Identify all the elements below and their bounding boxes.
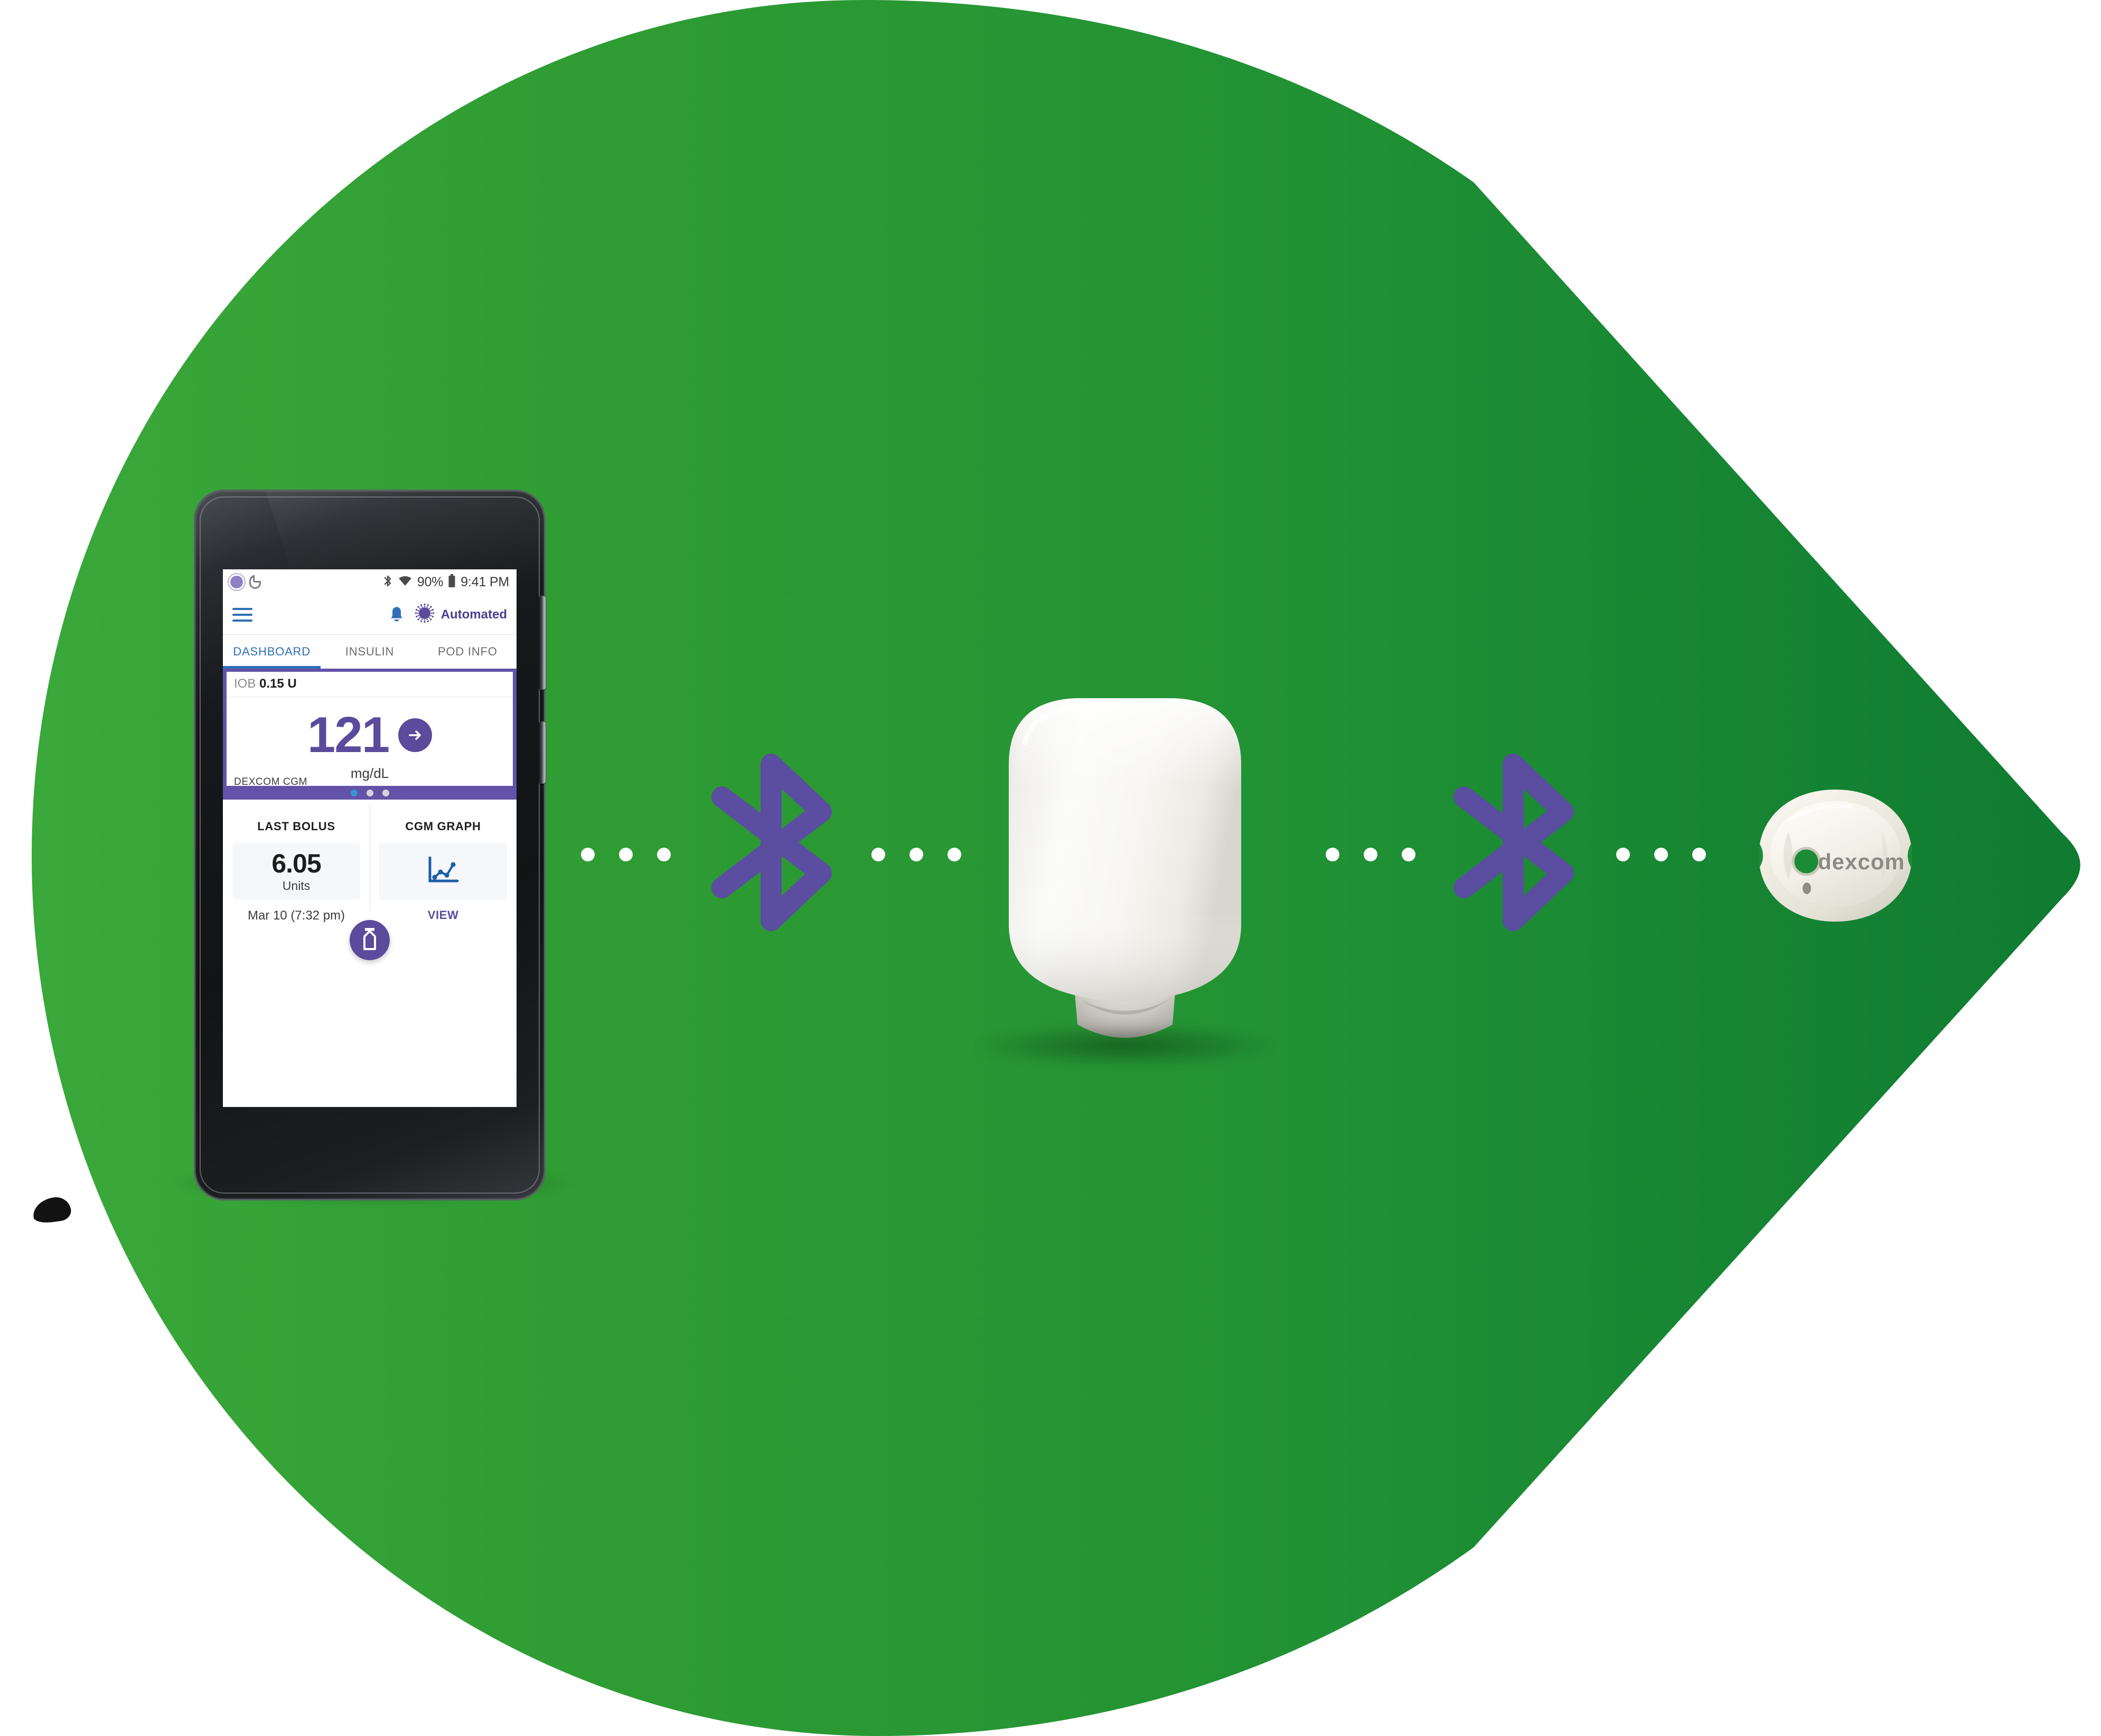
last-bolus-units: Units — [282, 878, 311, 893]
iob-row: IOB 0.15 U — [227, 672, 513, 697]
bolus-button[interactable] — [350, 920, 390, 961]
line-chart-icon — [427, 856, 459, 888]
automated-mode-icon — [414, 602, 436, 627]
card-pager[interactable] — [227, 786, 513, 800]
glucose-reading-area: 121 mg/dL DEXCOM CGM — [227, 697, 513, 788]
insulin-pod — [977, 687, 1273, 1067]
tab-insulin[interactable]: INSULIN — [345, 645, 395, 658]
glucose-unit-label: mg/dL — [350, 765, 389, 782]
tab-bar: DASHBOARD INSULIN POD INFO — [223, 635, 517, 669]
automated-mode-label: Automated — [440, 607, 507, 622]
tab-dashboard[interactable]: DASHBOARD — [233, 645, 311, 658]
bluetooth-icon — [382, 574, 393, 590]
connection-dots-left-2 — [871, 848, 961, 861]
wifi-icon — [398, 575, 412, 589]
connection-dots-right-1 — [1326, 848, 1415, 861]
cgm-source-label: DEXCOM CGM — [234, 776, 307, 788]
cgm-graph-tile[interactable] — [379, 843, 507, 900]
pager-dot-2[interactable] — [366, 789, 373, 796]
bell-icon[interactable] — [389, 606, 404, 623]
automated-mode-badge[interactable]: Automated — [414, 602, 507, 627]
hamburger-menu-icon[interactable] — [232, 607, 252, 622]
svg-text:dexcom: dexcom — [1818, 849, 1905, 874]
connection-dots-left-1 — [581, 848, 671, 861]
status-bar: 90% 9:41 PM — [223, 569, 517, 595]
battery-icon — [448, 574, 456, 590]
last-bolus-title: LAST BOLUS — [257, 820, 335, 833]
lower-panel: LAST BOLUS 6.05 Units Mar 10 (7:32 pm) C… — [223, 800, 517, 970]
bluetooth-icon — [1421, 753, 1606, 932]
dexcom-cgm-sensor: dexcom — [1738, 779, 1933, 932]
battery-percent-label: 90% — [417, 574, 444, 589]
bluetooth-icon — [679, 753, 864, 932]
pod-status-icon — [249, 575, 261, 589]
connection-dots-right-2 — [1616, 848, 1706, 861]
automated-mode-icon — [230, 576, 243, 588]
iob-value: 0.15 U — [259, 677, 297, 691]
clock-label: 9:41 PM — [461, 574, 509, 589]
tab-pod-info[interactable]: POD INFO — [437, 645, 498, 658]
phone-screen: 90% 9:41 PM — [223, 569, 517, 1107]
last-bolus-tile[interactable]: 6.05 Units — [232, 843, 360, 900]
smartphone-device: 90% 9:41 PM — [174, 491, 576, 1204]
last-bolus-value: 6.05 — [271, 848, 321, 878]
pager-dot-3[interactable] — [382, 789, 389, 796]
cgm-graph-title: CGM GRAPH — [405, 820, 481, 833]
app-bar: Automated — [223, 595, 517, 635]
cgm-card[interactable]: IOB 0.15 U 121 mg/dL — [227, 672, 513, 788]
arrow-right-icon — [398, 718, 433, 752]
last-bolus-section: LAST BOLUS 6.05 Units Mar 10 (7:32 pm) — [223, 820, 370, 923]
power-button[interactable] — [539, 721, 546, 784]
tab-active-indicator — [223, 666, 321, 669]
cgm-panel: IOB 0.15 U 121 mg/dL — [223, 669, 517, 800]
insulin-vial-icon — [360, 927, 379, 953]
volume-button[interactable] — [539, 596, 546, 690]
cgm-graph-section: CGM GRAPH — [370, 820, 517, 923]
iob-label: IOB — [234, 677, 256, 691]
last-bolus-timestamp: Mar 10 (7:32 pm) — [247, 908, 345, 923]
pod-shadow — [977, 1025, 1273, 1067]
glucose-value: 121 — [307, 707, 390, 763]
cgm-graph-view-link[interactable]: VIEW — [427, 908, 459, 922]
pager-dot-1[interactable] — [350, 789, 358, 796]
